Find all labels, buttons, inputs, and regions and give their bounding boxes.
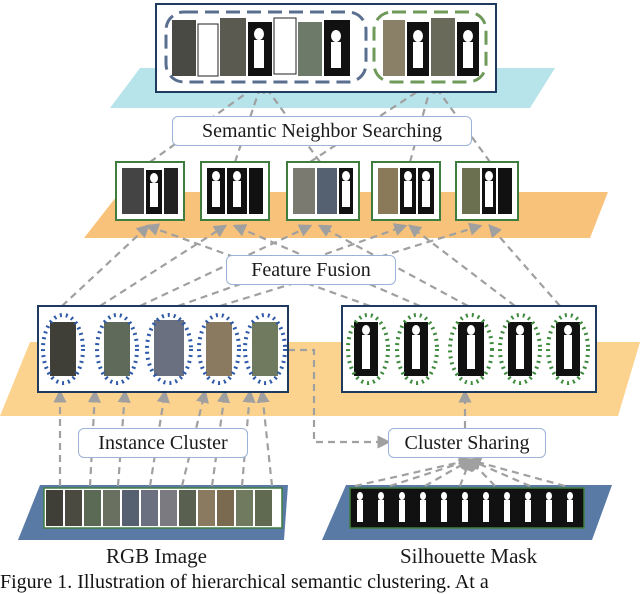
- rgb-cluster-thumbs: [50, 320, 278, 376]
- figure-caption: Figure 1. Illustration of hierarchical s…: [0, 571, 489, 593]
- feature-fusion-label: Feature Fusion: [226, 255, 396, 285]
- fused-box-4: [371, 161, 441, 221]
- fused-box-1: [115, 161, 185, 221]
- fused-box-2: [200, 161, 270, 221]
- top-rgb-cluster-outline: [164, 10, 368, 84]
- rgb-cluster-ellipses: [41, 313, 287, 385]
- top-rgb-thumbs: [172, 17, 479, 77]
- fused-box-5: [455, 161, 519, 221]
- silhouette-cluster-thumbs: [354, 322, 580, 376]
- rgb-image-strip: [43, 487, 283, 529]
- cluster-sharing-label: Cluster Sharing: [388, 428, 546, 458]
- silhouette-mask-label: Silhouette Mask: [400, 544, 538, 568]
- top-silhouettes: [202, 28, 473, 70]
- fused-feature-boxes: [115, 161, 519, 221]
- rgb-image-label: RGB Image: [106, 544, 207, 568]
- instance-cluster-label: Instance Cluster: [78, 428, 248, 458]
- semantic-neighbor-searching-label: Semantic Neighbor Searching: [172, 116, 472, 146]
- fused-box-3: [286, 161, 360, 221]
- silhouette-cluster-ellipses: [346, 313, 590, 385]
- silhouette-mask-strip: [349, 487, 585, 529]
